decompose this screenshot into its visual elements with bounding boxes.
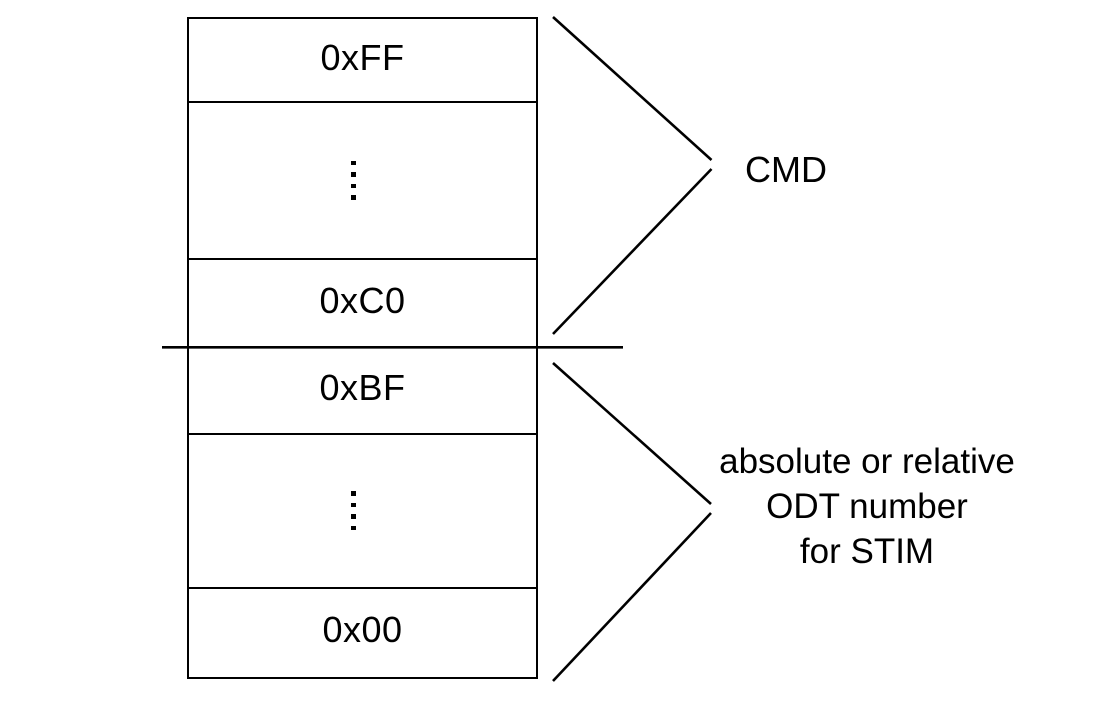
stim-label-line-2: ODT number — [766, 487, 968, 526]
vertical-ellipsis-icon — [351, 491, 356, 530]
row-0xbf-label: 0xBF — [319, 367, 406, 408]
ellipsis-dot — [351, 491, 356, 496]
stim-label-line-3: for STIM — [799, 532, 935, 571]
row-0xff-label: 0xFF — [320, 36, 405, 78]
ellipsis-dot — [351, 160, 356, 165]
stim-label-line-1: absolute or relative — [719, 442, 1015, 481]
ellipsis-dot — [351, 502, 356, 507]
cmd-bracket-upper-line — [552, 16, 713, 161]
ellipsis-dot — [351, 172, 356, 177]
row-ellipsis-lower — [189, 435, 536, 589]
stim-label: absolute or relative ODT number for STIM — [705, 439, 1029, 574]
ellipsis-dot — [351, 514, 356, 519]
stim-bracket-lower-line — [552, 512, 712, 682]
vertical-ellipsis-icon — [351, 160, 356, 200]
row-0x00: 0x00 — [189, 589, 536, 675]
cmd-label: CMD — [745, 149, 827, 190]
row-0xbf: 0xBF — [189, 348, 536, 435]
ellipsis-dot — [351, 525, 356, 530]
row-ellipsis-upper — [189, 103, 536, 260]
row-0xff: 0xFF — [189, 19, 536, 103]
cmd-bracket-lower-line — [552, 168, 713, 335]
ellipsis-dot — [351, 195, 356, 200]
ellipsis-dot — [351, 183, 356, 188]
stim-bracket-upper-line — [552, 362, 712, 505]
row-0xc0-label: 0xC0 — [319, 279, 406, 321]
row-0x00-label: 0x00 — [322, 608, 403, 650]
